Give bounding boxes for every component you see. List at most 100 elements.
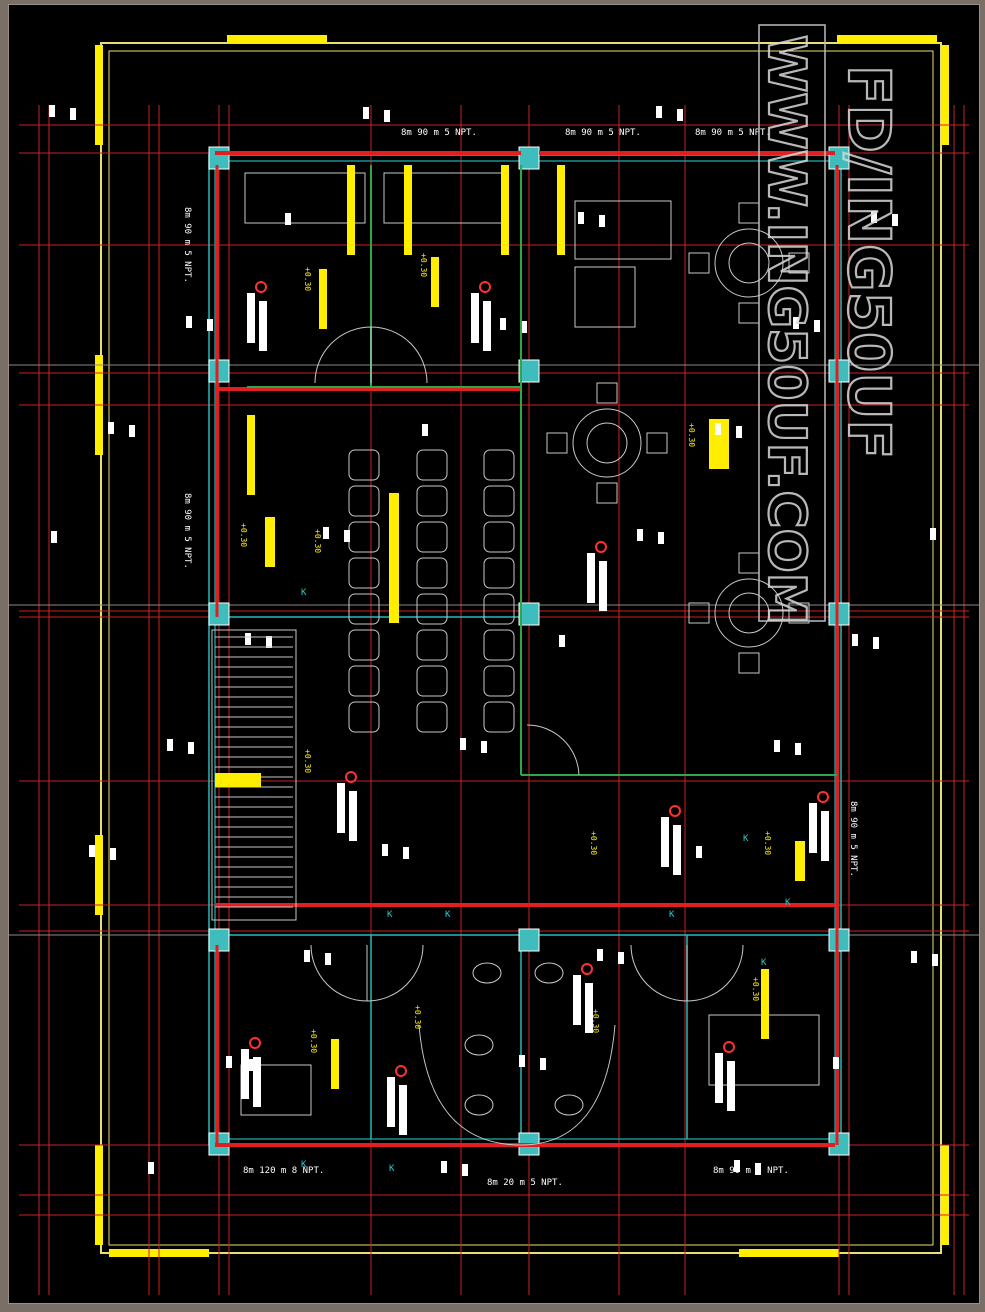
level-label: +0.30 [413, 1005, 422, 1029]
workstation-seat [348, 701, 380, 733]
dimension-tick [540, 1058, 546, 1070]
meeting-table [714, 228, 784, 298]
dimension-tick [148, 1162, 154, 1174]
dimension-tick [384, 110, 390, 122]
column [518, 602, 540, 626]
yellow-marker [319, 269, 327, 329]
door-swings [310, 326, 744, 1146]
dimension-tick [344, 530, 350, 542]
dimension-tick [403, 847, 409, 859]
workstation-seat [483, 593, 515, 625]
yellow-marker [795, 841, 805, 881]
meeting-table [714, 578, 784, 648]
dimension-tick [89, 845, 95, 857]
dimension-tick [460, 738, 466, 750]
structural-columns [208, 146, 850, 1156]
workstation-seat [483, 449, 515, 481]
dimension-tick [382, 844, 388, 856]
desk [240, 1064, 312, 1116]
level-label: +0.30 [419, 253, 428, 277]
yellow-marker [347, 165, 355, 255]
annotation-left-upper: 8m 90 m 5 NPT. [182, 207, 192, 283]
dimension-tick [521, 321, 527, 333]
yellow-marker [331, 1039, 339, 1089]
level-label: +0.30 [751, 977, 760, 1001]
fire-equipment-tag [241, 1049, 249, 1099]
desk [383, 172, 505, 224]
workstation-seat [483, 629, 515, 661]
fire-equipment-tag [337, 783, 345, 833]
section-mark: K [389, 1164, 395, 1174]
fire-equipment-tag [599, 561, 607, 611]
dimension-tick [70, 108, 76, 120]
watermark-line1: FD/ING50UF [835, 65, 903, 459]
meeting-table-inner [586, 422, 628, 464]
dimension-tick [519, 1055, 525, 1067]
level-label: +0.30 [687, 423, 696, 447]
dimension-tick [304, 950, 310, 962]
column [828, 359, 850, 383]
meeting-chair [688, 252, 710, 274]
meeting-chair [738, 202, 760, 224]
dimension-tick [618, 952, 624, 964]
meeting-chair [596, 482, 618, 504]
column [208, 359, 230, 383]
dimension-tick [597, 949, 603, 961]
section-mark: K [387, 910, 393, 920]
dimension-tick [755, 1163, 761, 1175]
fire-equipment-tag [587, 553, 595, 603]
workstation-seat [416, 593, 448, 625]
desk [574, 266, 636, 328]
level-label: +0.30 [589, 831, 598, 855]
level-label: +0.30 [313, 529, 322, 553]
watermark-line2: WWW.ING50UF.COM [756, 35, 816, 624]
meeting-chair [788, 252, 810, 274]
sanitary-fixture [554, 1094, 584, 1116]
annotation-bottom-mid: 8m 20 m 5 NPT. [487, 1178, 563, 1188]
workstation-seat [348, 557, 380, 589]
fire-symbol [395, 1065, 407, 1077]
fire-equipment-tag [349, 791, 357, 841]
fire-equipment-tag [253, 1057, 261, 1107]
dimension-tick [658, 532, 664, 544]
workstation-seat [348, 593, 380, 625]
dimension-tick [186, 316, 192, 328]
fire-equipment-tag [715, 1053, 723, 1103]
annotation-left-lower: 8m 90 m 5 NPT. [182, 493, 192, 569]
fire-equipment-tag [247, 293, 255, 343]
yellow-marker [404, 165, 412, 255]
meeting-table-inner [728, 242, 770, 284]
fire-equipment-tag [259, 301, 267, 351]
beams [215, 151, 839, 1147]
fire-symbol [345, 771, 357, 783]
meeting-chair [738, 652, 760, 674]
section-mark: K [743, 834, 749, 844]
dimension-tick [774, 740, 780, 752]
fire-symbol [817, 791, 829, 803]
dimension-tick [559, 635, 565, 647]
dimension-tick [814, 320, 820, 332]
workstation-seat [416, 665, 448, 697]
workstation-seat [348, 449, 380, 481]
meeting-chair [646, 432, 668, 454]
meeting-chair [788, 602, 810, 624]
dimension-tick [363, 107, 369, 119]
dimension-tick [734, 1160, 740, 1172]
meeting-chair [738, 302, 760, 324]
level-label: +0.30 [239, 523, 248, 547]
fire-equipment-tag [585, 983, 593, 1033]
outer-frame [100, 42, 942, 1254]
floor-plan-drawing: 8m 90 m 5 NPT. 8m 90 m 5 NPT. 8m 90 m 5 … [8, 4, 980, 1304]
dimension-tick [266, 636, 272, 648]
workstation-seat [416, 557, 448, 589]
column [828, 928, 850, 952]
yellow-marker [431, 257, 439, 307]
workstation-seat [348, 485, 380, 517]
dimension-tick [599, 215, 605, 227]
dimension-tick [911, 951, 917, 963]
watermark: FD/ING50UF WWW.ING50UF.COM [755, 24, 904, 626]
desk [244, 172, 366, 224]
fire-equipment-tag [727, 1061, 735, 1111]
